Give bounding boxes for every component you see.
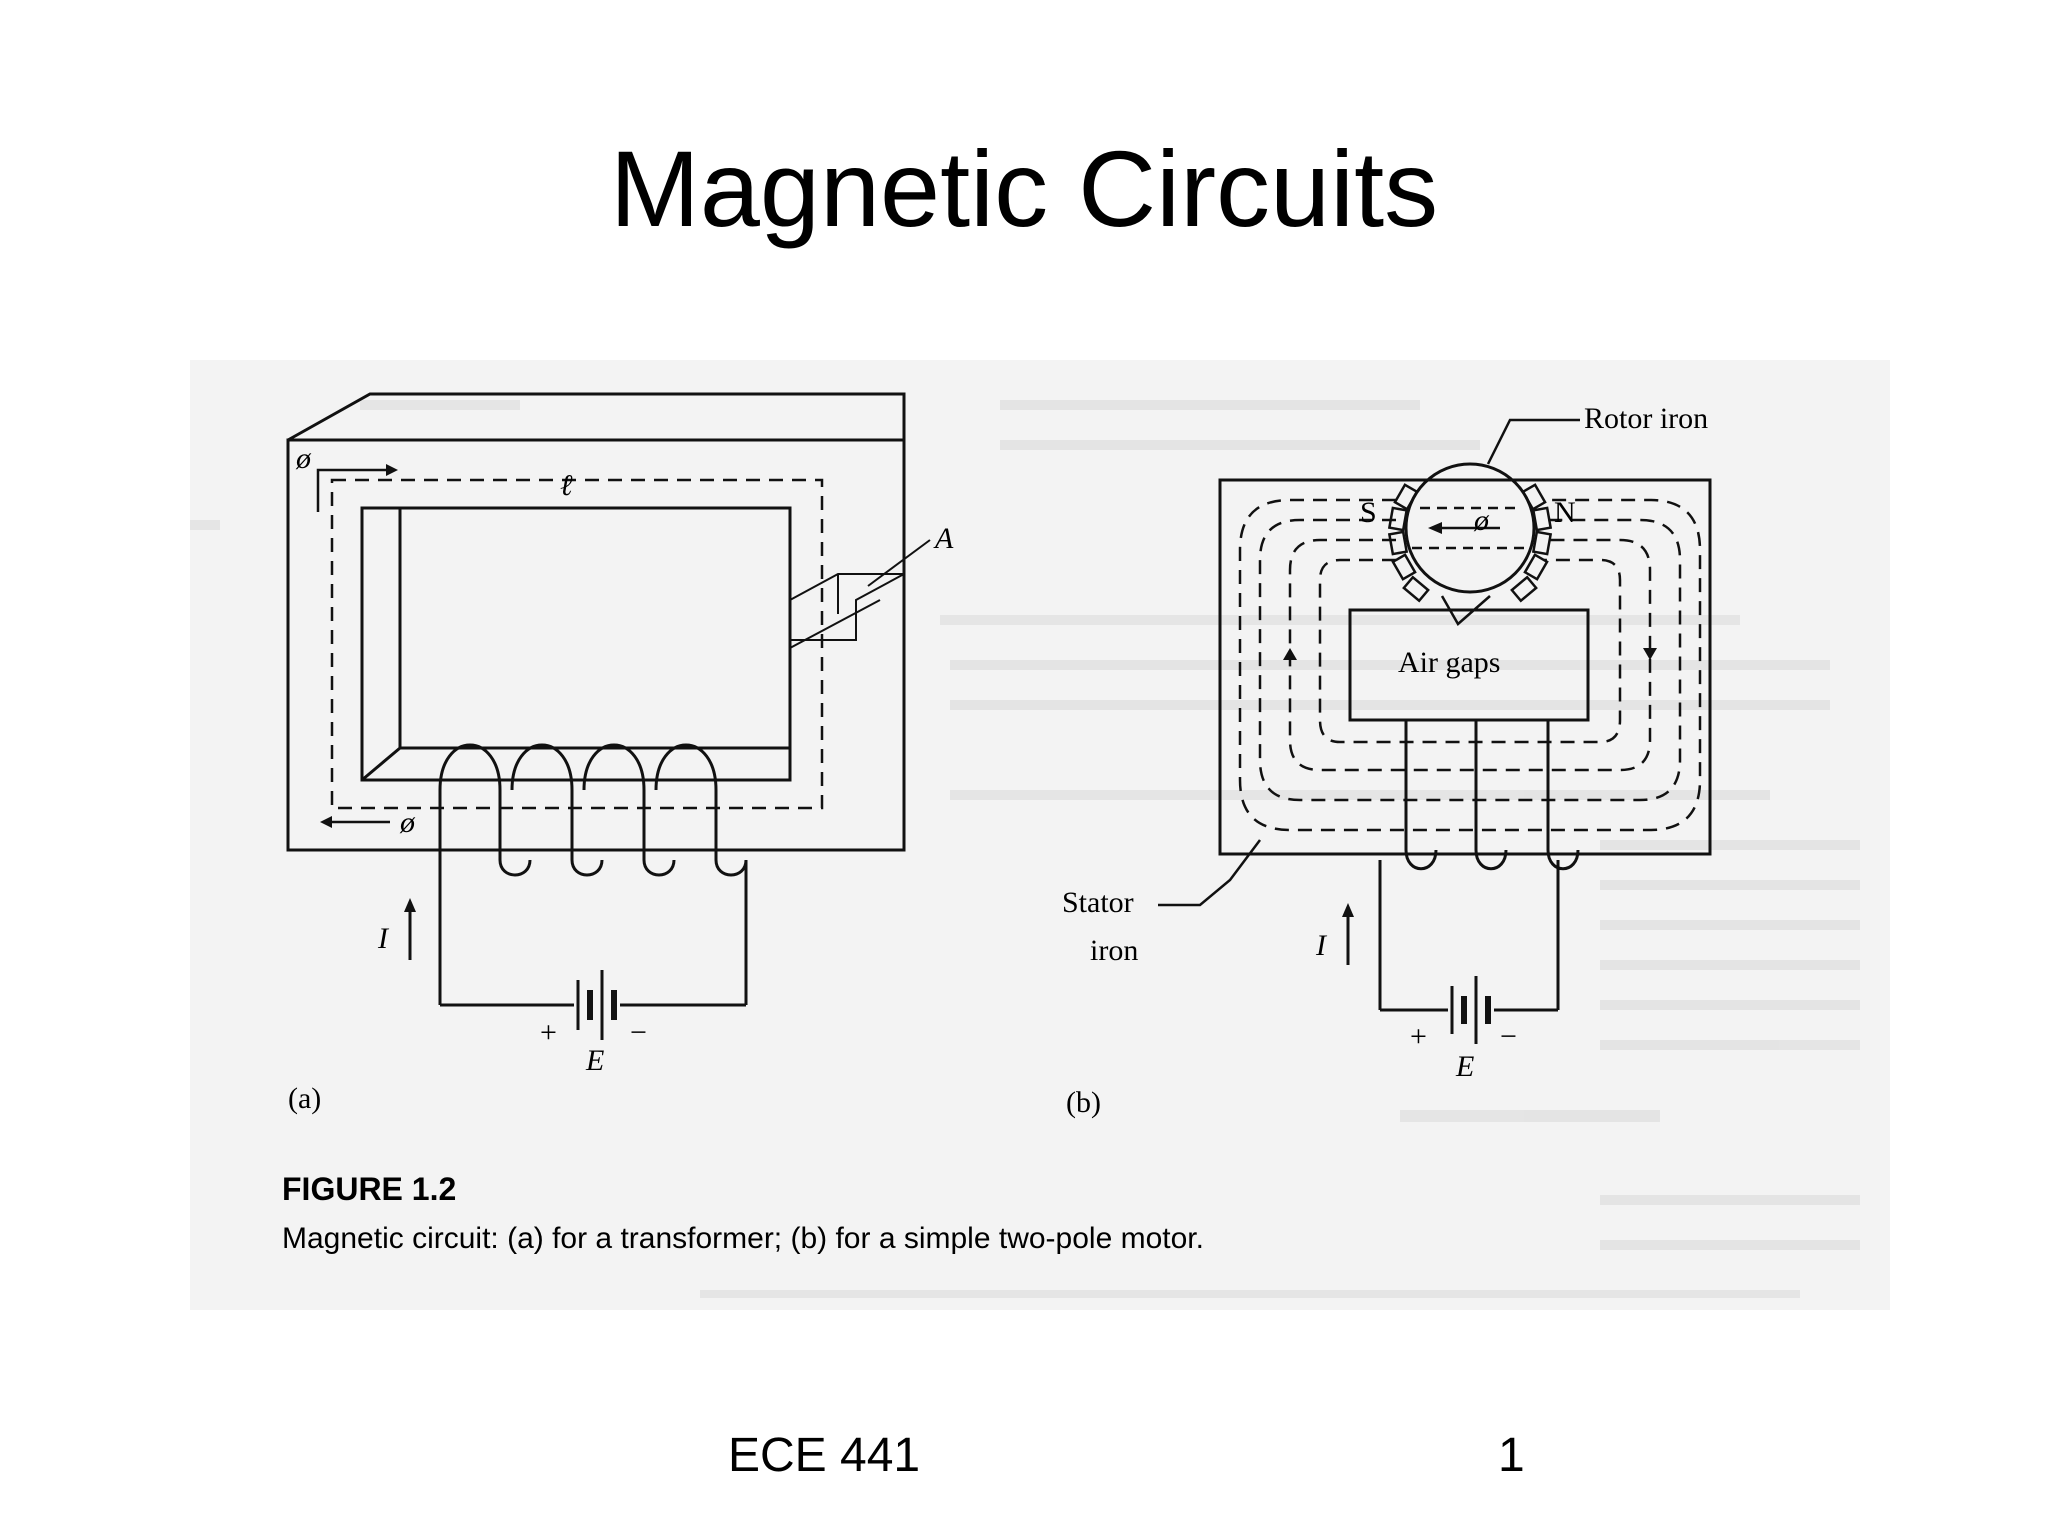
source-symbol-a: E bbox=[585, 1044, 604, 1077]
current-symbol-a: I bbox=[377, 922, 390, 955]
rotor-iron-label: Rotor iron bbox=[1584, 402, 1708, 435]
source-symbol-b: E bbox=[1455, 1050, 1474, 1083]
battery-circuit-a bbox=[440, 970, 746, 1040]
stator-window bbox=[1348, 608, 1590, 722]
panel-a-transformer bbox=[286, 392, 931, 1040]
winding-coil bbox=[438, 743, 748, 1005]
motor-winding bbox=[1378, 720, 1580, 1010]
panel-b-motor bbox=[1158, 418, 1712, 1044]
flux-path-dashed bbox=[330, 478, 824, 810]
battery-circuit-b bbox=[1380, 976, 1558, 1044]
slide-title: Magnetic Circuits bbox=[609, 128, 1439, 249]
current-symbol-b: I bbox=[1315, 929, 1328, 962]
area-symbol: A bbox=[933, 522, 954, 555]
panel-a-label: (a) bbox=[288, 1082, 321, 1115]
flux-lines-dashed bbox=[1238, 498, 1702, 832]
rotor-iron bbox=[1404, 462, 1536, 594]
plus-sign-b: + bbox=[1410, 1020, 1427, 1053]
core-window bbox=[360, 506, 792, 782]
air-gaps-label: Air gaps bbox=[1398, 646, 1500, 679]
south-pole-label: S bbox=[1360, 496, 1377, 529]
plus-sign-a: + bbox=[540, 1016, 557, 1049]
length-symbol: ℓ bbox=[560, 469, 573, 502]
footer-course-label: ECE 441 bbox=[728, 1429, 921, 1482]
scan-bleed-through bbox=[190, 400, 1860, 1298]
flux-symbol-a-bottom: ø bbox=[399, 806, 416, 839]
scanned-figure-background bbox=[190, 360, 1890, 1310]
panel-b-label: (b) bbox=[1066, 1086, 1101, 1119]
figure-number: FIGURE 1.2 bbox=[282, 1171, 456, 1207]
core-front-face bbox=[286, 438, 906, 852]
minus-sign-a: − bbox=[630, 1016, 647, 1049]
stator-label-line1: Stator bbox=[1062, 886, 1134, 919]
stator-iron-outline bbox=[1218, 478, 1712, 856]
figure-caption: Magnetic circuit: (a) for a transformer;… bbox=[282, 1222, 1204, 1255]
minus-sign-b: − bbox=[1500, 1020, 1517, 1053]
pole-face-blocks bbox=[1387, 483, 1553, 603]
flux-symbol-b: ø bbox=[1473, 504, 1490, 537]
north-pole-label: N bbox=[1554, 496, 1576, 529]
footer-page-number: 1 bbox=[1498, 1429, 1525, 1482]
flux-symbol-a-top: ø bbox=[295, 442, 312, 475]
stator-label-line2: iron bbox=[1090, 934, 1138, 967]
cross-section-area bbox=[789, 573, 905, 641]
